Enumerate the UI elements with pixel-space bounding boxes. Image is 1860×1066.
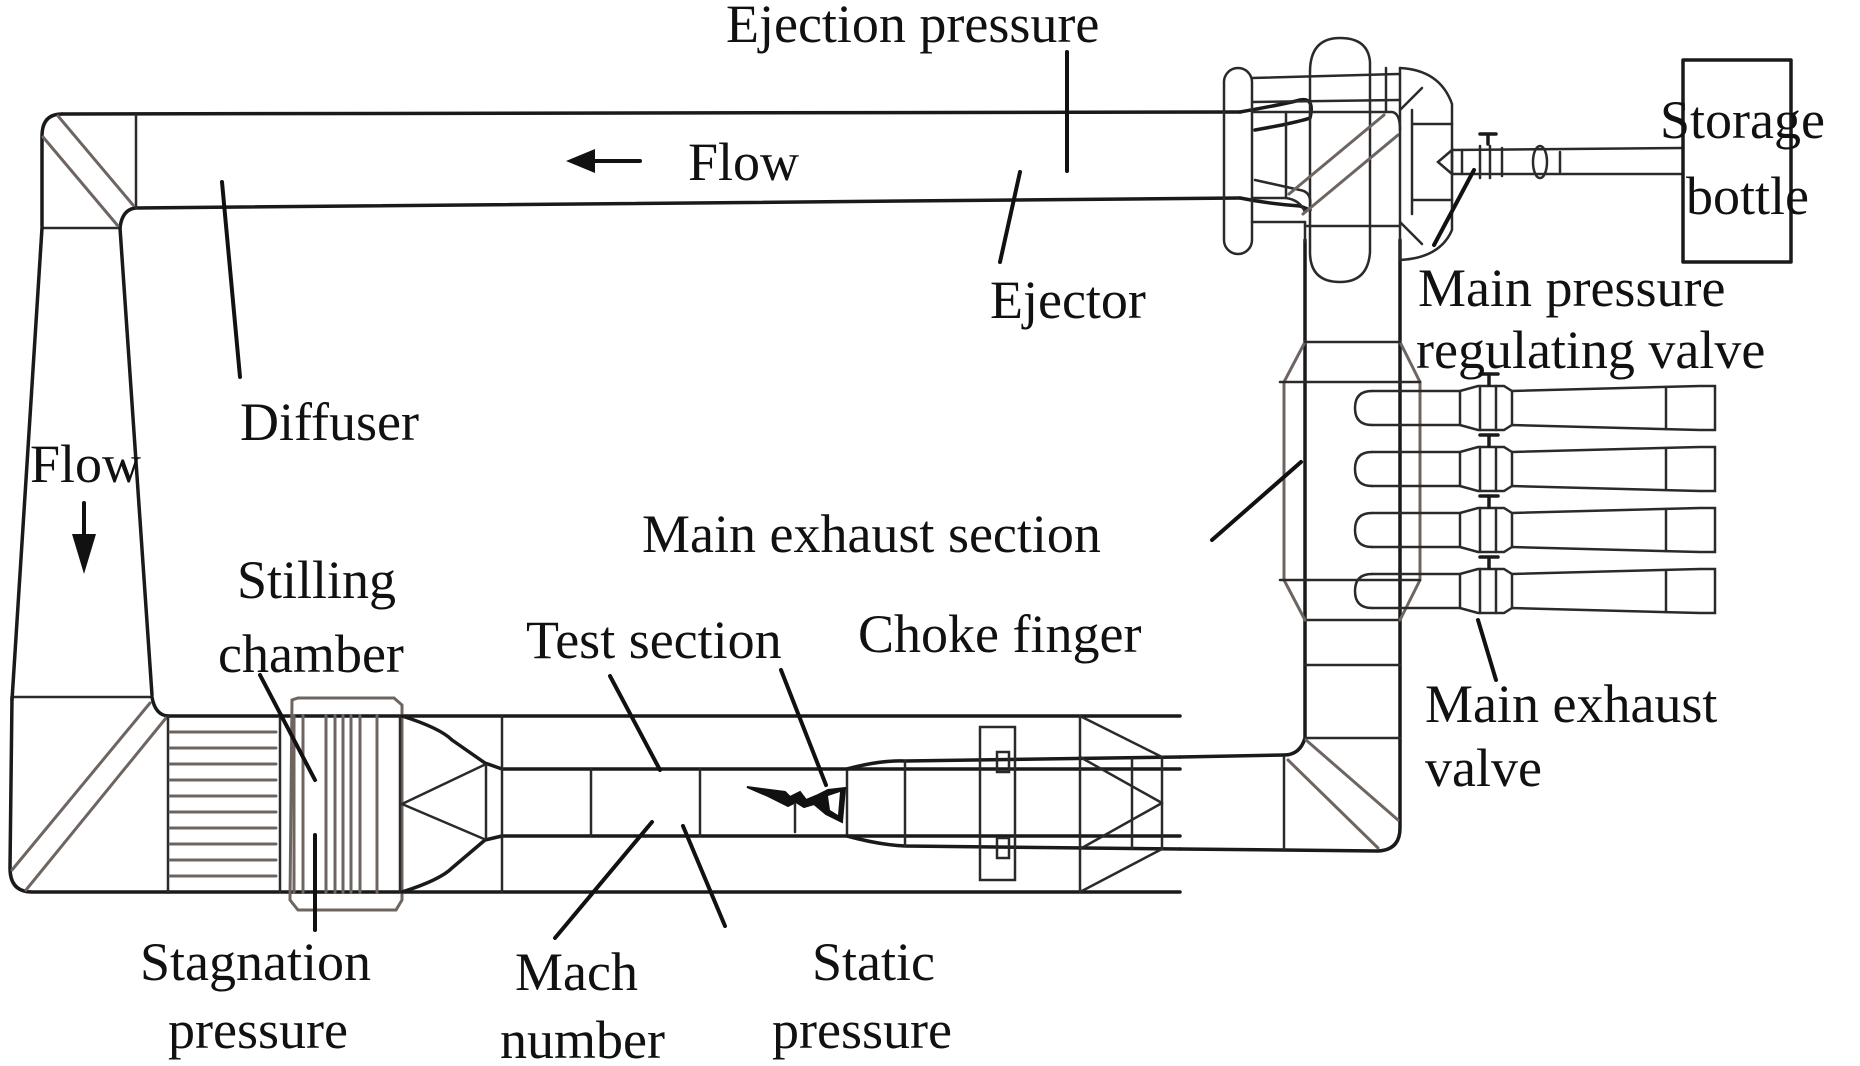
honeycomb [166,714,1182,894]
exhaust-loop [1353,450,1374,488]
label-ejection-pressure: Ejection pressure [726,0,1099,54]
bottom-left-corner [8,695,170,894]
label-flow-top: Flow [688,132,799,192]
valve-handle-icon [1478,555,1500,570]
leader-diffuser [220,180,242,379]
exhaust-pipe [1370,506,1717,554]
label-main-exhaust-section: Main exhaust section [642,504,1101,564]
test-model [746,786,847,834]
label-mach-number: Mach [515,942,638,1002]
bottom-right-corner [1178,618,1402,853]
leader-ejector [998,170,1022,264]
leader-test-section [608,674,662,772]
label-stilling-chamber-2: chamber [218,624,404,684]
label-main-exhaust-valve-2: valve [1425,738,1542,798]
valve-handle-icon [1478,372,1500,387]
exhaust-valve [1353,555,1717,615]
labels: Ejection pressure Flow Storage bottle Ej… [30,0,1825,1066]
label-main-pressure-valve-2: regulating valve [1416,320,1765,380]
label-ejector: Ejector [990,270,1146,330]
label-stilling-chamber: Stilling [237,550,396,610]
exhaust-loop [1353,511,1374,549]
label-static-pressure: Static [812,932,935,992]
test-section [589,767,849,838]
exhaust-pipe [1370,384,1717,432]
valve-handle-icon [1478,433,1500,448]
stilling-chamber [278,696,404,912]
exhaust-valve [1353,494,1717,554]
diffuser-duct [40,110,1242,230]
label-stagnation-pressure-2: pressure [168,1000,348,1060]
exhaust-loop [1353,572,1374,610]
label-diffuser: Diffuser [240,392,419,452]
main-exhaust-section [1278,238,1422,622]
exhaust-valve [1353,433,1717,493]
label-storage-bottle-2: bottle [1686,166,1809,226]
exhaust-valves [1353,372,1717,615]
main-pressure-regulating-valve [1460,132,1562,180]
label-choke-finger: Choke finger [858,604,1141,664]
exhaust-loop [1353,389,1374,427]
nozzle [400,714,1182,894]
label-test-section: Test section [526,610,782,670]
left-return-duct [10,226,154,702]
leader-lines [220,50,1498,940]
leader-mach-number [553,820,654,940]
flow-arrow-left-icon [566,149,642,173]
choke-region [845,714,1182,894]
leader-main-exhaust-section [1210,460,1303,542]
label-stagnation-pressure: Stagnation [140,932,371,992]
label-static-pressure-2: pressure [772,1000,952,1060]
exhaust-pipe [1370,567,1717,615]
leader-stilling-chamber [258,673,317,782]
leader-choke-finger [779,668,828,787]
valve-handle-icon [1478,494,1500,509]
storage-bottle [1681,58,1793,264]
label-mach-number-2: number [500,1010,665,1066]
label-flow-left: Flow [30,434,141,494]
flow-arrow-down-icon [72,501,96,574]
label-main-exhaust-valve: Main exhaust [1425,674,1717,734]
label-storage-bottle: Storage [1660,90,1825,150]
exhaust-pipe [1370,445,1717,493]
leader-main-pressure-valve [1432,168,1476,247]
leader-static-pressure [681,824,727,928]
exhaust-valve [1353,372,1717,432]
leader-main-exhaust-valve [1476,618,1498,682]
ejector-assembly [1222,36,1685,284]
label-main-pressure-valve: Main pressure [1418,258,1725,318]
